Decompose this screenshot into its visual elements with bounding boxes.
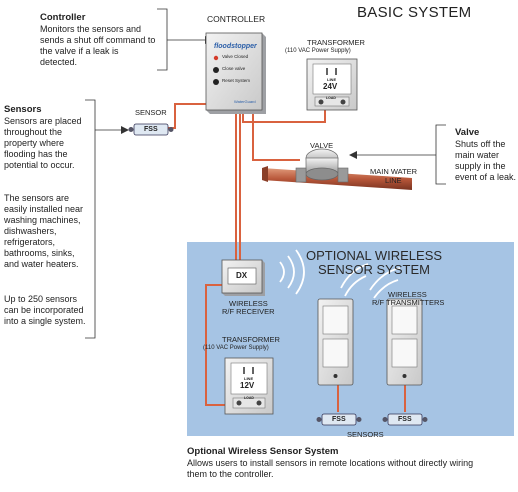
controller-description: Monitors the sensors and sends a shut of…	[40, 24, 156, 67]
transformer-top-voltage: 24V	[323, 82, 338, 91]
valve-description: Shuts off the main water supply in the e…	[455, 139, 517, 182]
sensor-label: SENSOR	[135, 108, 167, 117]
wireless-transformer-voltage: 12V	[240, 381, 255, 390]
valve-label: VALVE	[310, 141, 334, 150]
controller-bracket	[157, 8, 168, 71]
wireless-sensor-tag-2: FSS	[398, 416, 412, 423]
caption-text: Allows users to install sensors in remot…	[187, 458, 474, 479]
sensors-description-3: Up to 250 sensors can be incorporated in…	[4, 294, 86, 326]
transformer-top-label: TRANSFORMER	[307, 38, 365, 47]
controller-heading: Controller	[40, 12, 86, 23]
controller-button-label-3: Reset System	[222, 78, 251, 83]
transformer-top-line: LINE	[327, 77, 337, 82]
page-title: BASIC SYSTEM	[357, 4, 472, 21]
button-close-valve	[213, 67, 219, 73]
sensors-bracket	[85, 99, 96, 339]
receiver-tag: DX	[236, 271, 248, 280]
pipe-label-2: LINE	[385, 176, 402, 185]
controller-label: CONTROLLER	[207, 14, 266, 24]
transmitter-1-unit	[317, 298, 354, 386]
wireless-sensor-2-unit	[382, 413, 428, 426]
caption-heading: Optional Wireless Sensor System	[187, 446, 339, 457]
wireless-transformer-sublabel: (110 VAC Power Supply)	[203, 345, 269, 351]
transformer-top-sublabel: (110 VAC Power Supply)	[285, 48, 351, 54]
valve-unit	[295, 148, 349, 183]
valve-bracket	[435, 124, 446, 185]
receiver-label-2: R/F RECEIVER	[222, 307, 275, 316]
transformer-top-unit	[306, 58, 358, 111]
transmitter-2-unit	[386, 298, 423, 386]
controller-unit	[205, 32, 266, 114]
transformer-top-load: LOAD	[326, 96, 336, 100]
wireless-transformer-load: LOAD	[244, 396, 254, 400]
controller-button-label-2: Close valve	[222, 66, 246, 71]
wireless-title-2: SENSOR SYSTEM	[318, 262, 430, 277]
wireless-waves	[279, 249, 401, 299]
sensors-description-2: The sensors are easily installed near wa…	[4, 193, 84, 269]
sensors-arrowhead	[121, 126, 129, 134]
receiver-unit	[221, 259, 265, 296]
wire-controller-transformer	[242, 110, 326, 123]
controller-brand: floodstopper	[214, 43, 257, 50]
wire-controller-valve	[252, 110, 300, 161]
valve-arrowhead	[349, 151, 357, 159]
sensor-top-unit	[128, 123, 174, 136]
sensors-description-1: Sensors are placed throughout the proper…	[4, 116, 82, 170]
wireless-sensor-tag-1: FSS	[332, 416, 346, 423]
sensor-tag: FSS	[144, 126, 158, 133]
sensors-heading: Sensors	[4, 104, 42, 115]
wireless-sensor-1-unit	[316, 413, 362, 426]
transmitters-label-1: WIRELESS	[388, 290, 427, 299]
wireless-title-1: OPTIONAL WIRELESS	[306, 248, 443, 263]
transmitters-label-2: R/F TRANSMITTERS	[372, 298, 445, 307]
valve-heading: Valve	[455, 127, 480, 138]
controller-footer-brand: WaterGuard	[234, 99, 256, 104]
led-valve-closed	[213, 55, 219, 61]
wireless-transformer-line: LINE	[244, 376, 254, 381]
controller-button-label-1: Valve Closed	[222, 54, 249, 59]
transformer-bottom-unit	[224, 357, 274, 415]
wireless-transformer-label: TRANSFORMER	[222, 335, 280, 344]
button-reset-system	[213, 79, 219, 85]
receiver-label-1: WIRELESS	[229, 299, 268, 308]
pipe-label-1: MAIN WATER	[370, 167, 418, 176]
sensors-label: SENSORS	[347, 430, 384, 439]
